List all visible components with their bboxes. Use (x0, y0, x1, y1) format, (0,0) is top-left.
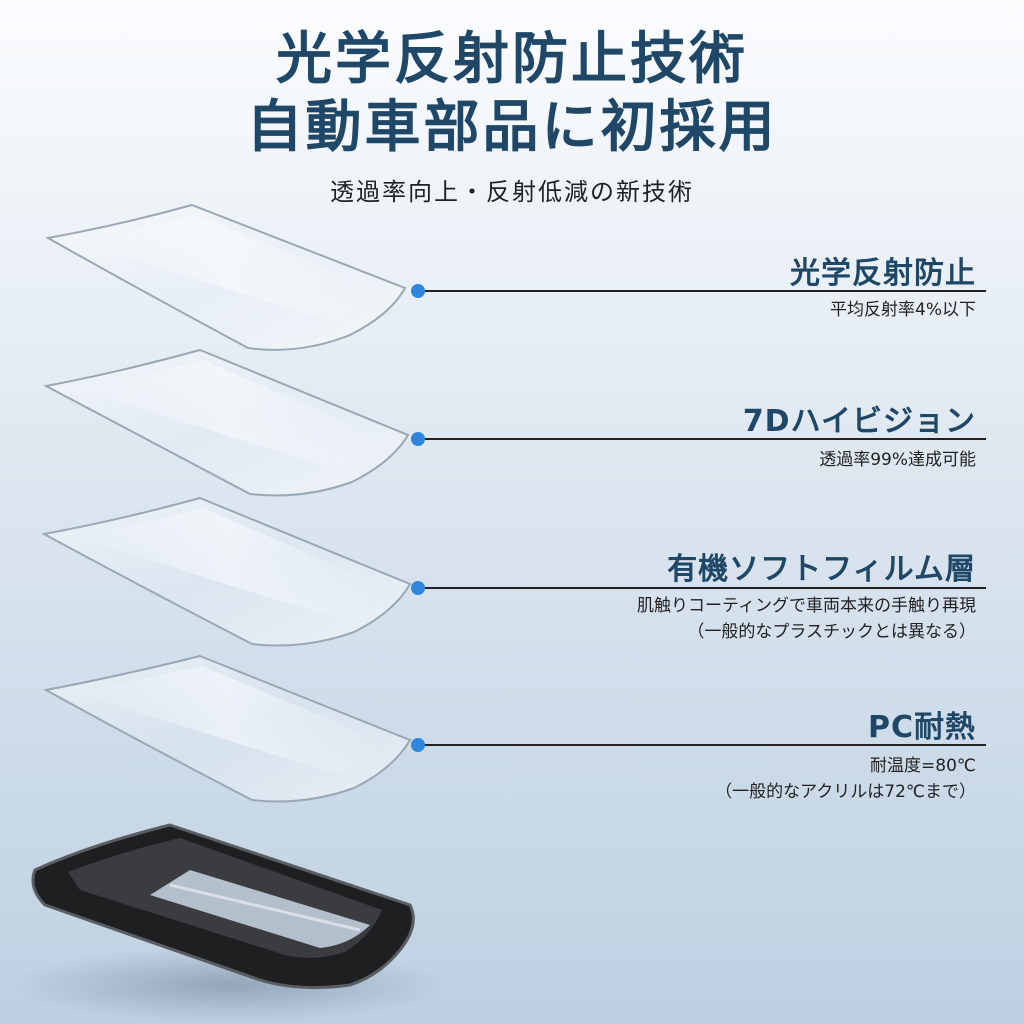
callout-dot (411, 738, 425, 752)
feature-title: 有機ソフトフィルム層 (667, 552, 976, 587)
callout-line (418, 290, 986, 292)
callout-line (418, 587, 986, 589)
film-layer-icon (45, 203, 407, 351)
film-layer-icon (43, 654, 412, 803)
film-layer-icon (41, 496, 412, 647)
callout-line (418, 438, 986, 440)
feature-anti-reflection: 光学反射防止 (790, 248, 976, 292)
callout-dot (411, 432, 425, 446)
feature-desc: 耐温度=80℃ (870, 756, 976, 776)
feature-desc: 平均反射率4%以下 (830, 300, 976, 320)
feature-soft-film: 有機ソフトフィルム層 (667, 544, 976, 588)
callout-dot (411, 284, 425, 298)
feature-desc-block: 平均反射率4%以下 (830, 298, 976, 324)
feature-desc: 肌触りコーティングで車両本来の手触り再現 (637, 596, 976, 616)
callout-dot (411, 581, 425, 595)
page-title-line1: 光学反射防止技術 (276, 27, 748, 92)
door-handle-bowl-icon (31, 823, 415, 990)
feature-desc: 透過率99%達成可能 (819, 450, 976, 470)
feature-title: 光学反射防止 (790, 256, 976, 291)
feature-pc-heat: PC耐熱 (868, 702, 976, 746)
callout-line (418, 744, 986, 746)
feature-desc: （一般的なプラスチックとは異なる） (687, 621, 976, 642)
feature-title: PC耐熱 (867, 710, 976, 745)
film-layer-icon (43, 348, 410, 497)
page-subtitle: 透過率向上・反射低減の新技術 (330, 178, 694, 206)
page-title-line2: 自動車部品に初採用 (246, 95, 778, 160)
feature-desc-block: 肌触りコーティングで車両本来の手触り再現 （一般的なプラスチックとは異なる） (637, 594, 976, 645)
feature-desc-block: 透過率99%達成可能 (819, 448, 976, 474)
feature-title: 7Dハイビジョン (742, 404, 976, 439)
feature-7d-hd: 7Dハイビジョン (743, 396, 976, 440)
feature-desc: （一般的なアクリルは72℃まで） (715, 781, 976, 802)
feature-desc-block: 耐温度=80℃ （一般的なアクリルは72℃まで） (715, 754, 976, 805)
